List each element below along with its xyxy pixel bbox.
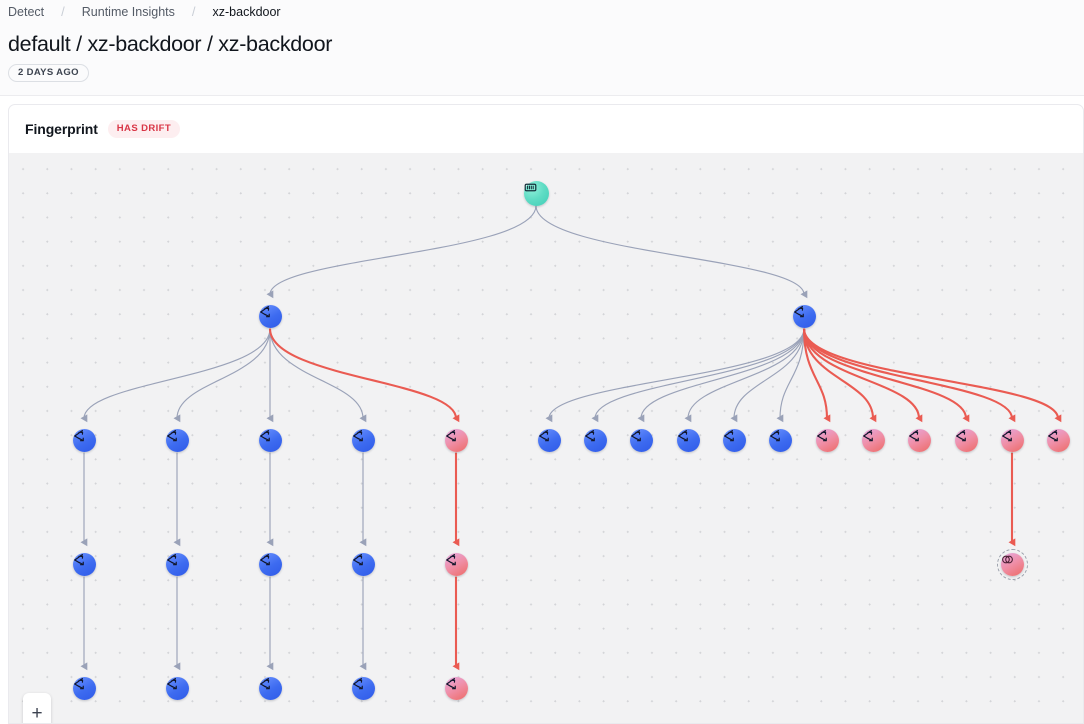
graph-edge-p-r0-to-d1: [802, 328, 831, 423]
graph-node-r4[interactable]: [676, 428, 700, 452]
breadcrumb-separator: /: [191, 4, 196, 19]
graph-node-d2[interactable]: [861, 428, 885, 452]
graph-edge-p-l0-to-l1: [80, 328, 271, 423]
graph-edge-p-l0-to-l4: [269, 328, 367, 423]
age-badge: 2 DAYS AGO: [8, 64, 89, 82]
graph-edge-p-r0-to-d5: [802, 328, 1016, 423]
graph-node-d6[interactable]: [1046, 428, 1070, 452]
graph-node-conn[interactable]: [996, 548, 1028, 580]
graph-edge-p-r0-to-d2: [802, 328, 877, 423]
graph-node-m4[interactable]: [351, 552, 375, 576]
graph-edge-p-r0-to-d4: [802, 328, 970, 423]
graph-node-b2[interactable]: [165, 676, 189, 700]
graph-edge-p-r0-to-r2: [591, 328, 805, 423]
graph-node-d5[interactable]: [1000, 428, 1024, 452]
breadcrumb-item-xz-backdoor: xz-backdoor: [212, 4, 281, 19]
graph-node-m2[interactable]: [165, 552, 189, 576]
graph-node-d3[interactable]: [907, 428, 931, 452]
graph-edge-p-l0-to-l2: [173, 328, 271, 423]
card-title: Fingerprint: [25, 121, 98, 137]
page-header: default / xz-backdoor / xz-backdoor 2 DA…: [0, 23, 1084, 96]
graph-node-b3[interactable]: [258, 676, 282, 700]
graph-edge-p-l0-to-l5: [268, 328, 460, 423]
page-title: default / xz-backdoor / xz-backdoor: [8, 32, 333, 56]
graph-node-r6[interactable]: [768, 428, 792, 452]
graph-edge-p-r0-to-r4: [684, 328, 805, 423]
graph-node-d4[interactable]: [954, 428, 978, 452]
breadcrumb-separator: /: [61, 4, 65, 19]
graph-edge-p-r0-to-r1: [545, 328, 805, 423]
graph-node-l3[interactable]: [258, 428, 282, 452]
graph-edge-p-r0-to-r6: [776, 328, 805, 423]
graph-edge-root-to-p-r0: [535, 205, 808, 299]
graph-node-p-l0[interactable]: [258, 304, 282, 328]
graph-node-d1[interactable]: [815, 428, 839, 452]
graph-node-b5[interactable]: [444, 676, 468, 700]
graph-edge-p-r0-to-d6: [802, 328, 1062, 423]
graph-node-p-r0[interactable]: [792, 304, 816, 328]
graph-edge-p-r0-to-r3: [637, 328, 805, 423]
graph-node-r3[interactable]: [629, 428, 653, 452]
graph-node-l1[interactable]: [72, 428, 96, 452]
graph-node-b1[interactable]: [72, 676, 96, 700]
graph-edge-root-to-p-l0: [266, 205, 537, 299]
graph-node-root[interactable]: [523, 180, 549, 206]
graph-node-b4[interactable]: [351, 676, 375, 700]
graph-node-l2[interactable]: [165, 428, 189, 452]
card-header: Fingerprint HAS DRIFT: [9, 105, 1083, 153]
graph-node-m3[interactable]: [258, 552, 282, 576]
graph-node-m1[interactable]: [72, 552, 96, 576]
graph-edge-p-r0-to-r5: [730, 328, 805, 423]
plus-icon: +: [31, 702, 43, 724]
breadcrumb: Detect / Runtime Insights / xz-backdoor: [0, 0, 1084, 23]
graph-node-m5[interactable]: [444, 552, 468, 576]
graph-node-l5[interactable]: [444, 428, 468, 452]
zoom-in-button[interactable]: +: [23, 693, 51, 724]
graph-node-r1[interactable]: [537, 428, 561, 452]
graph-edges: [80, 205, 1062, 671]
graph-node-r2[interactable]: [583, 428, 607, 452]
graph-node-l4[interactable]: [351, 428, 375, 452]
breadcrumb-item-detect[interactable]: Detect: [8, 4, 45, 19]
graph-edge-p-r0-to-d3: [802, 328, 923, 423]
breadcrumb-item-runtime-insights[interactable]: Runtime Insights: [81, 4, 175, 19]
fingerprint-card: Fingerprint HAS DRIFT +: [8, 104, 1084, 724]
status-badge: HAS DRIFT: [107, 120, 181, 138]
graph-node-r5[interactable]: [722, 428, 746, 452]
process-tree-canvas[interactable]: +: [9, 153, 1083, 724]
